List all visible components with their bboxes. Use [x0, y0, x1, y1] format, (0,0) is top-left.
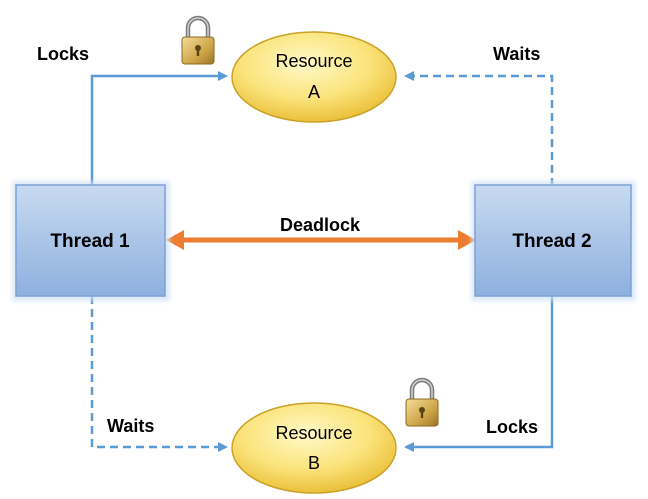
edge-label-t1-locks-a: Locks: [37, 44, 89, 64]
thread-2-node: [471, 181, 636, 301]
resource-a-label-line1: Resource: [275, 51, 352, 71]
connector-thread1-locks-resource-a: [90, 71, 228, 186]
resource-b-label-line1: Resource: [275, 423, 352, 443]
deadlock-label: Deadlock: [280, 215, 361, 235]
padlock-icon: [181, 15, 215, 65]
edge-label-t1-waits-b: Waits: [107, 416, 154, 436]
resource-b-label-line2: B: [308, 453, 320, 473]
deadlock-arrow: [166, 230, 476, 250]
resource-b-node: [231, 402, 397, 494]
resource-a-node: [231, 31, 397, 123]
edge-label-t2-locks-b: Locks: [486, 417, 538, 437]
connector-thread1-waits-resource-b: [90, 296, 228, 452]
thread-1-label: Thread 1: [50, 231, 130, 252]
connector-thread2-locks-resource-b: [404, 296, 554, 452]
thread-2-label: Thread 2: [512, 231, 591, 252]
edge-label-t2-waits-a: Waits: [493, 44, 540, 64]
thread-1-node: [12, 181, 170, 301]
connector-thread2-waits-resource-a: [404, 71, 554, 186]
padlock-icon: [405, 377, 439, 427]
resource-a-label-line2: A: [308, 82, 320, 102]
